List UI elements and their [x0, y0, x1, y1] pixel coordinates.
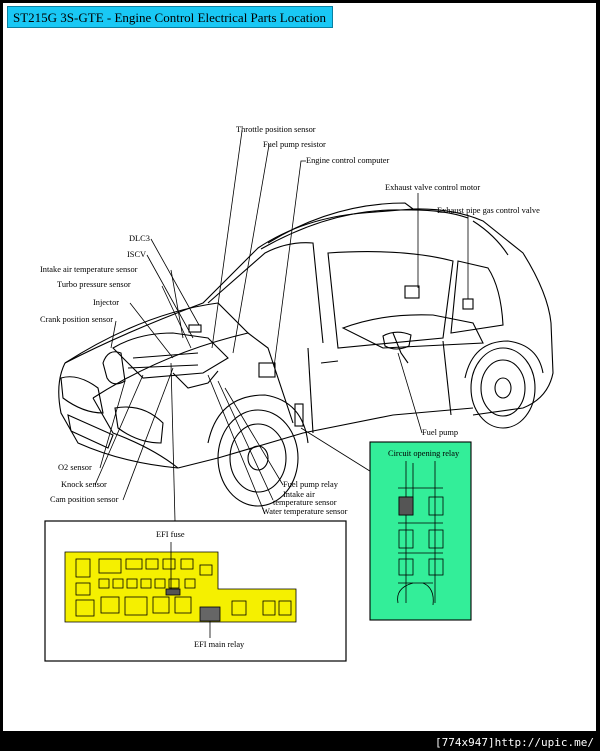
label-fuel-pump-resistor: Fuel pump resistor	[263, 140, 326, 149]
label-crank-position-sensor: Crank position sensor	[40, 315, 114, 324]
label-circuit-opening-relay: Circuit opening relay	[388, 449, 460, 458]
label-o2-sensor: O2 sensor	[58, 463, 92, 472]
label-efi-fuse: EFI fuse	[156, 530, 185, 539]
diagram-page: ST215G 3S-GTE - Engine Control Electrica…	[3, 3, 596, 731]
label-efi-main-relay: EFI main relay	[194, 640, 245, 649]
label-cam-position-sensor: Cam position sensor	[50, 495, 119, 504]
label-intake-air-line2: temperature sensor	[273, 498, 337, 507]
page-title: ST215G 3S-GTE - Engine Control Electrica…	[7, 6, 333, 28]
car-diagram	[44, 130, 554, 662]
label-throttle-position-sensor: Throttle position sensor	[236, 125, 316, 134]
label-fuel-pump: Fuel pump	[422, 428, 459, 437]
label-engine-control-computer: Engine control computer	[306, 156, 390, 165]
label-intake-air-temperature-sensor: Intake air temperature sensor	[40, 265, 138, 274]
label-knock-sensor: Knock sensor	[61, 480, 107, 489]
label-fuel-pump-relay: Fuel pump relay	[283, 480, 338, 489]
label-intake-air-line1: Intake air	[283, 490, 315, 499]
label-water-temperature-sensor: Water temperature sensor	[262, 507, 348, 516]
label-dlc3: DLC3	[129, 234, 150, 243]
label-exhaust-valve-control-motor: Exhaust valve control motor	[385, 183, 481, 192]
footer-watermark: [774x947]http://upic.me/	[435, 736, 594, 749]
label-iscv: ISCV	[127, 250, 147, 259]
label-turbo-pressure-sensor: Turbo pressure sensor	[57, 280, 131, 289]
label-exhaust-pipe-gas-control-valve: Exhaust pipe gas control valve	[437, 206, 540, 215]
label-injector: Injector	[93, 298, 120, 307]
